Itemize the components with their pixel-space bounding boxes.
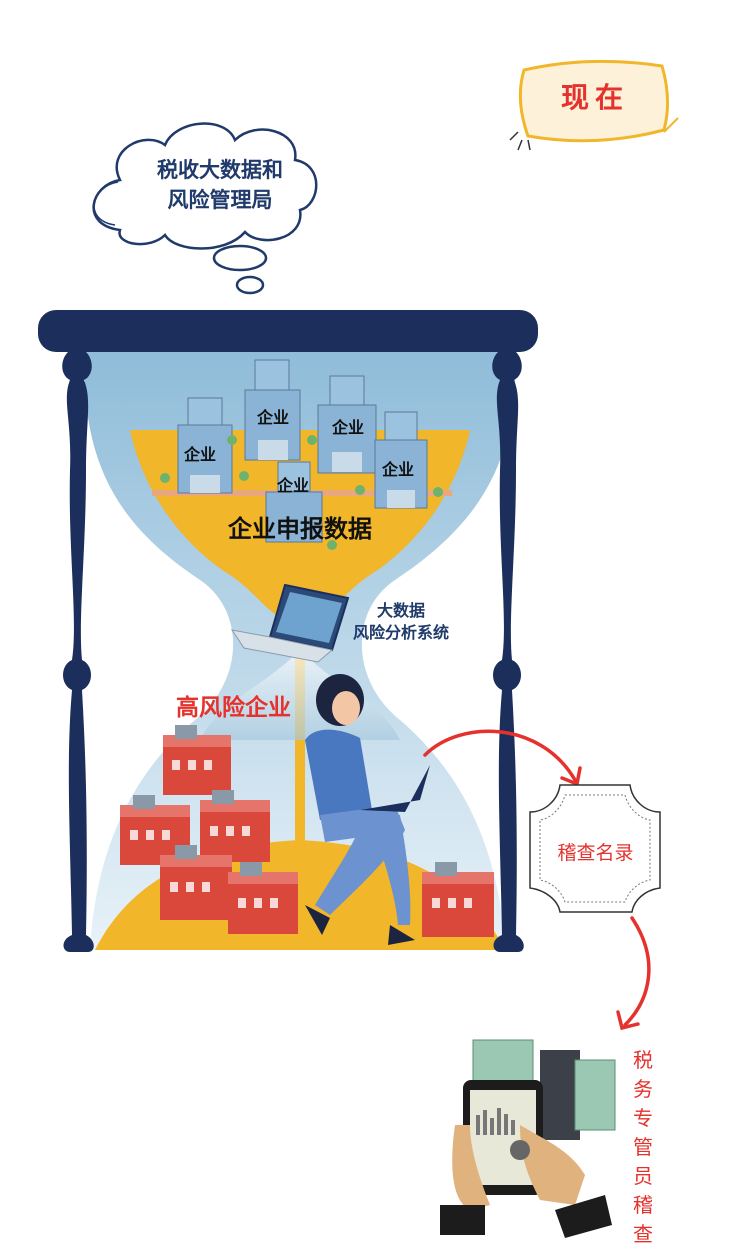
building-1 bbox=[177, 397, 233, 494]
enterprise-label-2: 企业 bbox=[331, 418, 364, 437]
now-badge-label: 现在 bbox=[560, 81, 629, 114]
officer-char: 稽 bbox=[633, 1193, 653, 1217]
factory-6 bbox=[422, 862, 494, 937]
officer-char: 专 bbox=[633, 1106, 653, 1130]
officer-char: 查 bbox=[633, 1222, 653, 1246]
enterprise-label-5: 企业 bbox=[276, 476, 309, 495]
factory-1 bbox=[163, 725, 231, 795]
high-risk-label: 高风险企业 bbox=[176, 695, 291, 721]
officer-label: 税 务 专 管 员 稽 查 bbox=[628, 1046, 658, 1249]
building-4 bbox=[374, 411, 428, 509]
factory-5 bbox=[228, 862, 298, 934]
enterprise-label-3: 企业 bbox=[183, 445, 216, 464]
flow-arrows bbox=[423, 729, 651, 1031]
officer-illustration bbox=[440, 1039, 616, 1238]
trees bbox=[160, 435, 443, 550]
risk-system-label: 大数据 风险分析系统 bbox=[352, 601, 449, 642]
officer-char: 员 bbox=[633, 1164, 653, 1188]
enterprise-label-1: 企业 bbox=[256, 408, 289, 427]
enterprise-label-4: 企业 bbox=[381, 460, 414, 479]
factory-4 bbox=[160, 845, 232, 920]
building-3 bbox=[317, 375, 377, 474]
cloud-label: 税收大数据和 风险管理局 bbox=[157, 158, 283, 212]
building-2 bbox=[244, 359, 301, 461]
officer-char: 务 bbox=[633, 1077, 653, 1101]
factory-2 bbox=[120, 795, 190, 865]
hourglass-frame bbox=[38, 310, 538, 952]
enterprise-buildings bbox=[152, 359, 452, 550]
officer-char: 管 bbox=[633, 1135, 653, 1159]
audit-list-frame bbox=[529, 784, 661, 913]
audit-list-label: 稽查名录 bbox=[557, 842, 634, 864]
building-5 bbox=[265, 461, 323, 543]
cloud-bubble bbox=[92, 122, 318, 295]
factory-buildings bbox=[120, 725, 494, 937]
officer-char: 税 bbox=[633, 1048, 653, 1072]
declaration-data-label: 企业申报数据 bbox=[228, 515, 372, 543]
now-badge bbox=[509, 59, 679, 151]
laptop-icon bbox=[230, 583, 350, 663]
analyst-figure bbox=[305, 674, 430, 945]
